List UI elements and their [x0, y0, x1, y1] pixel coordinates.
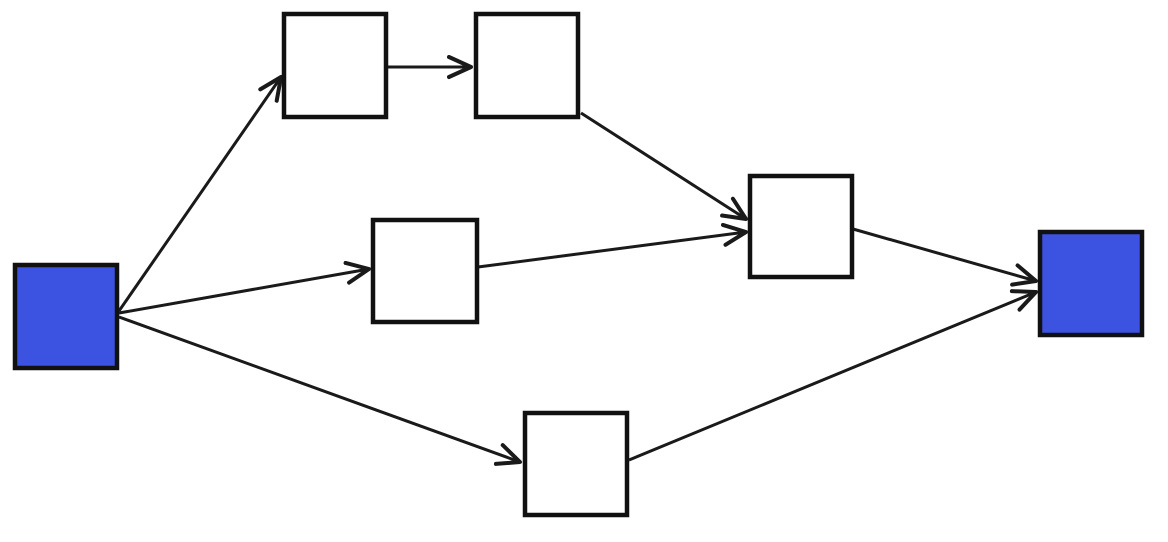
- edges-layer: [117, 55, 1038, 466]
- edge-source-to-top-left: [117, 75, 283, 312]
- edge-mid-to-right-mid: [477, 222, 748, 269]
- edge-bottom-to-sink: [628, 289, 1038, 462]
- edge-right-mid-to-sink: [852, 227, 1038, 287]
- edge-top-mid-to-right-mid: [580, 111, 748, 221]
- node-top-left: [281, 11, 389, 120]
- nodes-layer: [12, 11, 1145, 518]
- edge-source-to-bottom: [118, 315, 522, 466]
- node-source: [12, 262, 120, 371]
- node-sink: [1037, 229, 1145, 338]
- node-right-mid: [747, 173, 855, 280]
- node-top-mid: [473, 11, 581, 120]
- edge-source-to-mid: [118, 260, 371, 315]
- node-bottom: [522, 410, 630, 518]
- node-mid: [370, 217, 480, 325]
